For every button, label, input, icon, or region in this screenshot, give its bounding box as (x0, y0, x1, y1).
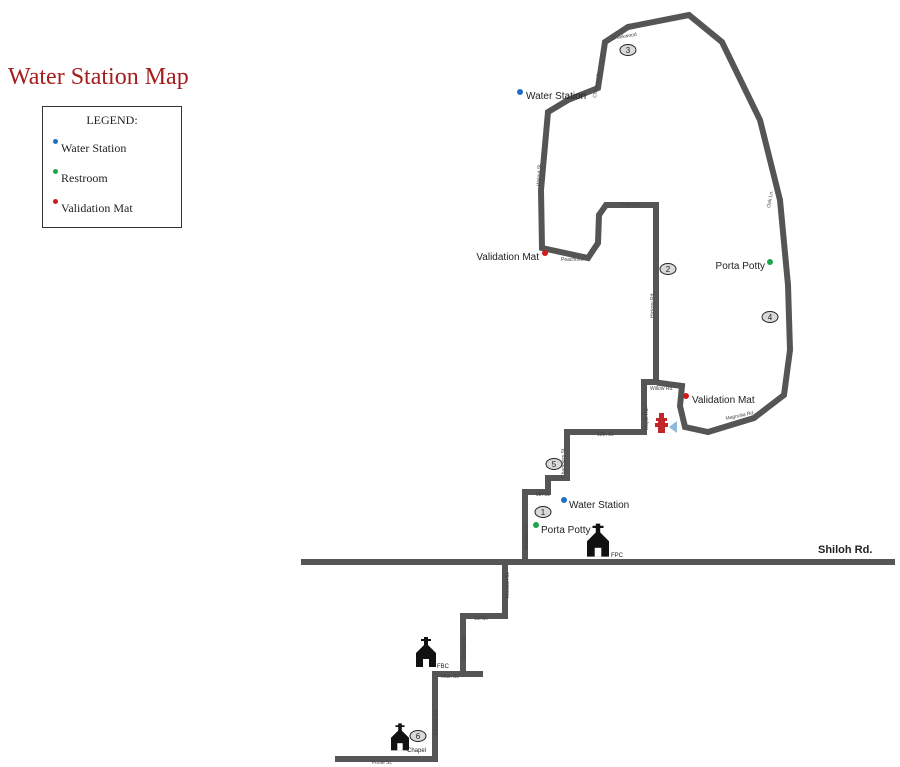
fbc-church-icon (416, 637, 436, 667)
street-label: 12th St. (597, 432, 614, 438)
poi-water-station-mid: Water Station (561, 497, 629, 511)
street-label: Maple Rd. (644, 407, 650, 430)
street-label: Fillmore St. (434, 710, 440, 735)
marker-3: 3 (619, 44, 637, 56)
street-label: Main St. (441, 674, 459, 680)
legend-label: Water Station (61, 141, 127, 155)
place-label: Chapel (407, 748, 426, 754)
direction-arrow-icon (669, 421, 677, 433)
street-label: 8th St. (536, 492, 550, 498)
poi-validation-mat-left: Validation Mat (476, 250, 548, 263)
street-label: Peachtree (561, 257, 584, 263)
poi-label: Water Station (526, 91, 586, 102)
chapel-icon (391, 723, 409, 751)
poi-label: Porta Potty (541, 525, 590, 536)
street-label: Fillmore St. (462, 635, 468, 660)
legend-label: Validation Mat (61, 201, 133, 215)
poi-label: Water Station (569, 500, 629, 511)
marker-number: 1 (541, 508, 546, 517)
marker-4: 4 (761, 311, 779, 323)
poi-label: Validation Mat (476, 252, 539, 263)
street-label: Oak Ln. (766, 190, 775, 208)
street-label: Chambers St. (561, 447, 567, 478)
marker-6: 6 (409, 730, 427, 742)
marker-number: 2 (666, 265, 671, 274)
poi-porta-potty-mid: Porta Potty (533, 522, 590, 536)
marker-number: 3 (626, 46, 631, 55)
street-label: Creekwood (611, 32, 637, 42)
street-label: Pine Rd. (621, 202, 640, 208)
street-label: 1st St. (474, 616, 488, 622)
street-label: Foote St. (372, 760, 392, 766)
marker-number: 4 (768, 313, 773, 322)
poi-porta-potty-right: Porta Potty (716, 259, 773, 272)
street-label: Walnut St. (536, 163, 543, 186)
poi-water-station-top: Water Station (517, 89, 586, 102)
street-label: Madison St. (524, 524, 530, 550)
marker-5: 5 (545, 458, 563, 470)
legend-box: LEGEND: Water Station Restroom Validatio… (42, 106, 182, 228)
place-label: FPC (611, 553, 624, 559)
place-label: FBC (437, 664, 450, 670)
legend-label: Restroom (61, 171, 108, 185)
water-station-dot-icon (53, 139, 58, 144)
poi-label: Validation Mat (692, 395, 755, 406)
marker-2: 2 (659, 263, 677, 275)
fire-hydrant-icon (655, 413, 668, 433)
street-label: Madison St. (505, 572, 511, 598)
map-title: Water Station Map (8, 64, 189, 90)
restroom-dot-icon (53, 169, 58, 174)
validation-mat-dot-icon (53, 199, 58, 204)
marker-number: 5 (552, 460, 557, 469)
marker-1: 1 (534, 506, 552, 518)
street-label: Willow Rd. (650, 386, 674, 392)
route-north-streets (522, 11, 794, 562)
poi-label: Porta Potty (716, 261, 765, 272)
street-label: Magnolia Rd. (725, 410, 755, 422)
street-label: Chestnut Dr. (592, 70, 603, 98)
legend-heading: LEGEND: (86, 113, 138, 127)
marker-number: 6 (416, 732, 421, 741)
shiloh-road-label: Shiloh Rd. (818, 544, 872, 556)
street-label: Hickory Rd. (650, 292, 656, 318)
poi-validation-mat-right: Validation Mat (683, 393, 755, 406)
